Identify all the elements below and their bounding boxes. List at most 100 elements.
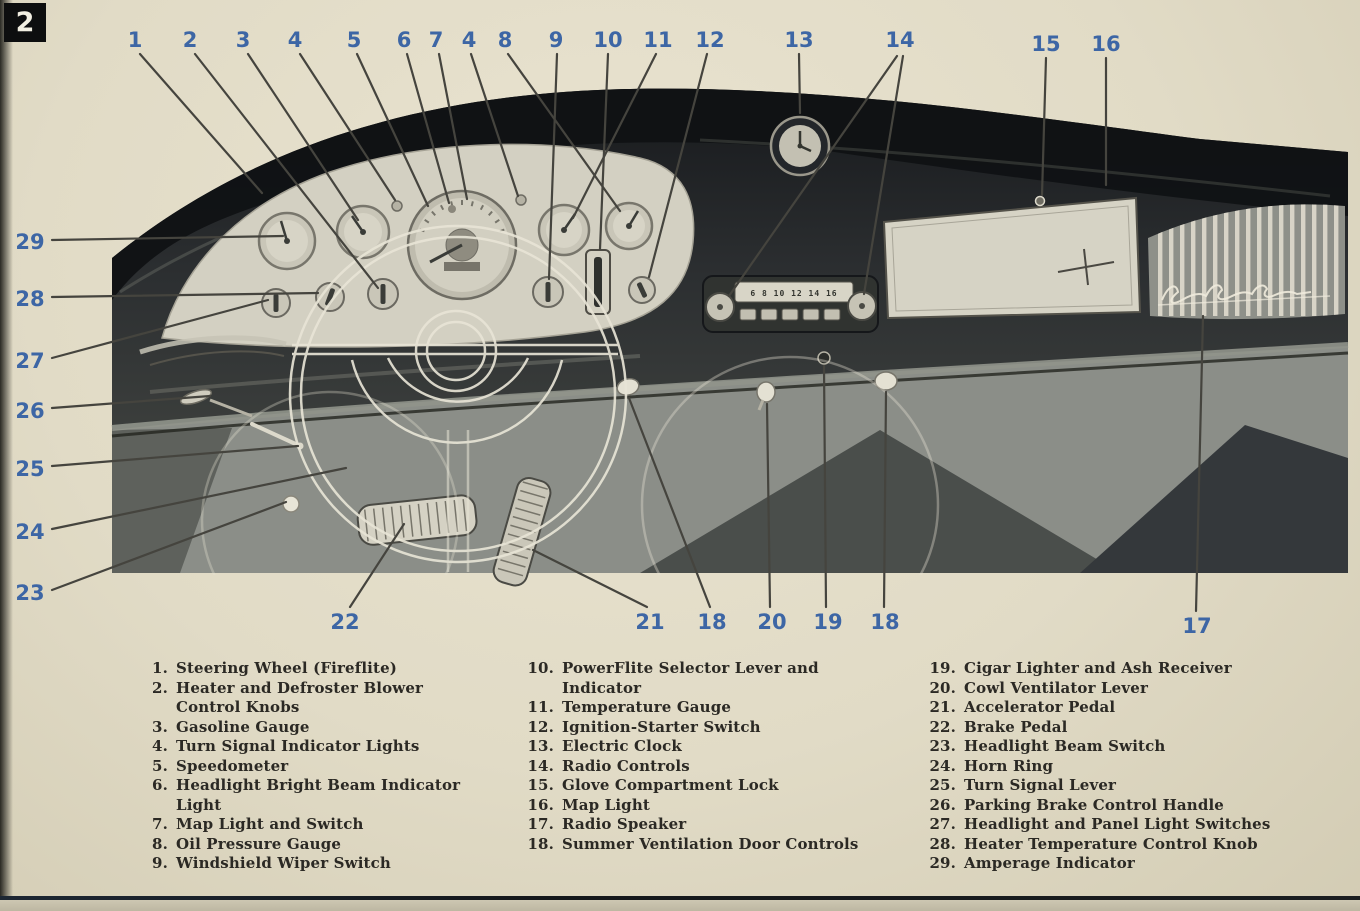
callout-line-28 [50,291,320,299]
legend-item-label: Summer Ventilation Door Controls [562,834,859,853]
callout-label-22-24: 24 [15,520,44,544]
callout-label-24-22: 22 [330,610,359,634]
callout-label-13-13: 13 [784,28,813,52]
legend-item-15: 15.Glove Compartment Lock [524,776,910,796]
callout-line-18 [882,390,888,609]
legend-item-number: 8. [152,834,168,853]
radio-dial: 6 8 10 12 14 16 [750,289,837,298]
callout-label-8-8: 8 [498,28,513,52]
grille-bar [1334,204,1339,316]
legend-item-20: 20.Cowl Ventilator Lever [926,679,1356,699]
legend-item-2: 2. Heater and Defroster Blower Control Kn… [138,679,510,718]
grille-bar [1224,204,1229,316]
legend-item-number: 29. [929,854,956,872]
legend-item-label: PowerFlite Selector Lever and Indicator [562,659,819,697]
callout-line-10 [598,52,610,251]
callout-line-4 [469,52,520,198]
callout-line-29 [50,234,285,242]
legend-item-11: 11.Temperature Gauge [524,698,910,718]
legend-item-label: Horn Ring [964,756,1054,775]
callout-label-7-4: 4 [462,28,477,52]
grille-bar [1268,204,1273,316]
ignition-starter-switch [628,276,656,304]
grille-bar [1191,204,1196,316]
legend-item-label: Glove Compartment Lock [562,776,779,794]
turn-signal-indicator-left [391,200,403,212]
callout-label-14-14: 14 [885,28,914,52]
callout-label-12-12: 12 [695,28,724,52]
turn-signal-indicator-right [515,194,527,206]
legend-item-label: Amperage Indicator [964,854,1135,872]
headlight-beam-switch [282,495,300,513]
legend-item-number: 5. [152,756,168,775]
callout-label-0-1: 1 [128,28,143,52]
callout-label-5-6: 6 [397,28,412,52]
legend-item-number: 2. [152,678,168,697]
callout-label-4-5: 5 [347,28,362,52]
summer-ventilation-control-right [874,371,898,391]
cigar-lighter [817,351,831,365]
legend-item-label: Headlight Beam Switch [964,737,1166,755]
bright-beam-indicator-light [448,205,456,213]
callout-line-27 [50,298,270,360]
grille-bar [1235,204,1240,316]
grille-bar [1290,204,1295,316]
lower-dash-rail [111,342,1349,438]
legend-item-23: 23.Headlight Beam Switch [926,737,1356,757]
legend-item-number: 22. [929,717,956,736]
callout-line-2 [193,52,380,290]
grille-bar [1312,204,1317,316]
legend-item-label: Map Light and Switch [176,815,364,833]
callout-line-8 [506,52,622,213]
gasoline-gauge [335,204,391,260]
legend-item-9: 9.Windshield Wiper Switch [138,854,510,874]
legend-item-label: Radio Controls [562,756,690,775]
callout-label-20-26: 26 [15,399,44,423]
legend-item-label: Oil Pressure Gauge [176,834,342,853]
legend-item-number: 21. [929,698,956,716]
callout-line-24 [50,466,348,531]
legend-item-label: Heater and Defroster Blower Control Knob… [176,678,424,717]
legend-item-25: 25.Turn Signal Lever [926,776,1356,796]
grille-bar [1158,204,1163,316]
temperature-gauge [537,203,591,257]
legend-item-number: 10. [527,659,554,677]
headlight-panel-light-switch-knob [261,288,291,318]
callout-line-15 [1040,56,1048,197]
callout-label-25-21: 21 [635,610,664,634]
callout-label-18-28: 28 [15,287,44,311]
callout-line-21 [531,548,649,609]
legend-item-number: 24. [929,756,956,775]
callout-line-12 [647,52,709,279]
grille-bar [1169,204,1174,316]
electric-clock [769,115,831,177]
legend-item-number: 4. [152,737,168,755]
callout-label-11-11: 11 [643,28,672,52]
legend-item-number: 17. [527,815,554,833]
legend-item-number: 6. [152,776,168,794]
legend-column-1: 1.Steering Wheel (Fireflite)2. Heater and… [138,659,510,874]
grille-bar [1180,204,1185,316]
legend-item-label: Parking Brake Control Handle [964,795,1224,814]
callout-label-30-17: 17 [1182,614,1211,638]
heater-blower-knob [367,278,399,310]
legend-item-number: 28. [929,834,956,853]
legend-item-number: 3. [152,717,168,736]
callout-line-17 [1194,314,1205,613]
legend-column-2: 10. PowerFlite Selector Lever and Indicat… [524,659,910,854]
legend-item-number: 9. [152,854,168,872]
callout-label-9-9: 9 [549,28,564,52]
legend-item-12: 12.Ignition-Starter Switch [524,718,910,738]
page-number: 2 [4,3,46,42]
callout-line-3 [246,52,360,222]
legend-item-5: 5.Speedometer [138,757,510,777]
callout-line-18 [627,396,712,609]
legend-item-number: 11. [527,698,554,716]
steering-wheel [200,224,940,575]
legend-item-16: 16.Map Light [524,796,910,816]
legend-item-1: 1.Steering Wheel (Fireflite) [138,659,510,679]
callout-line-22 [348,522,406,609]
radio-speaker-grille [1148,204,1345,320]
legend-item-number: 26. [929,795,956,814]
